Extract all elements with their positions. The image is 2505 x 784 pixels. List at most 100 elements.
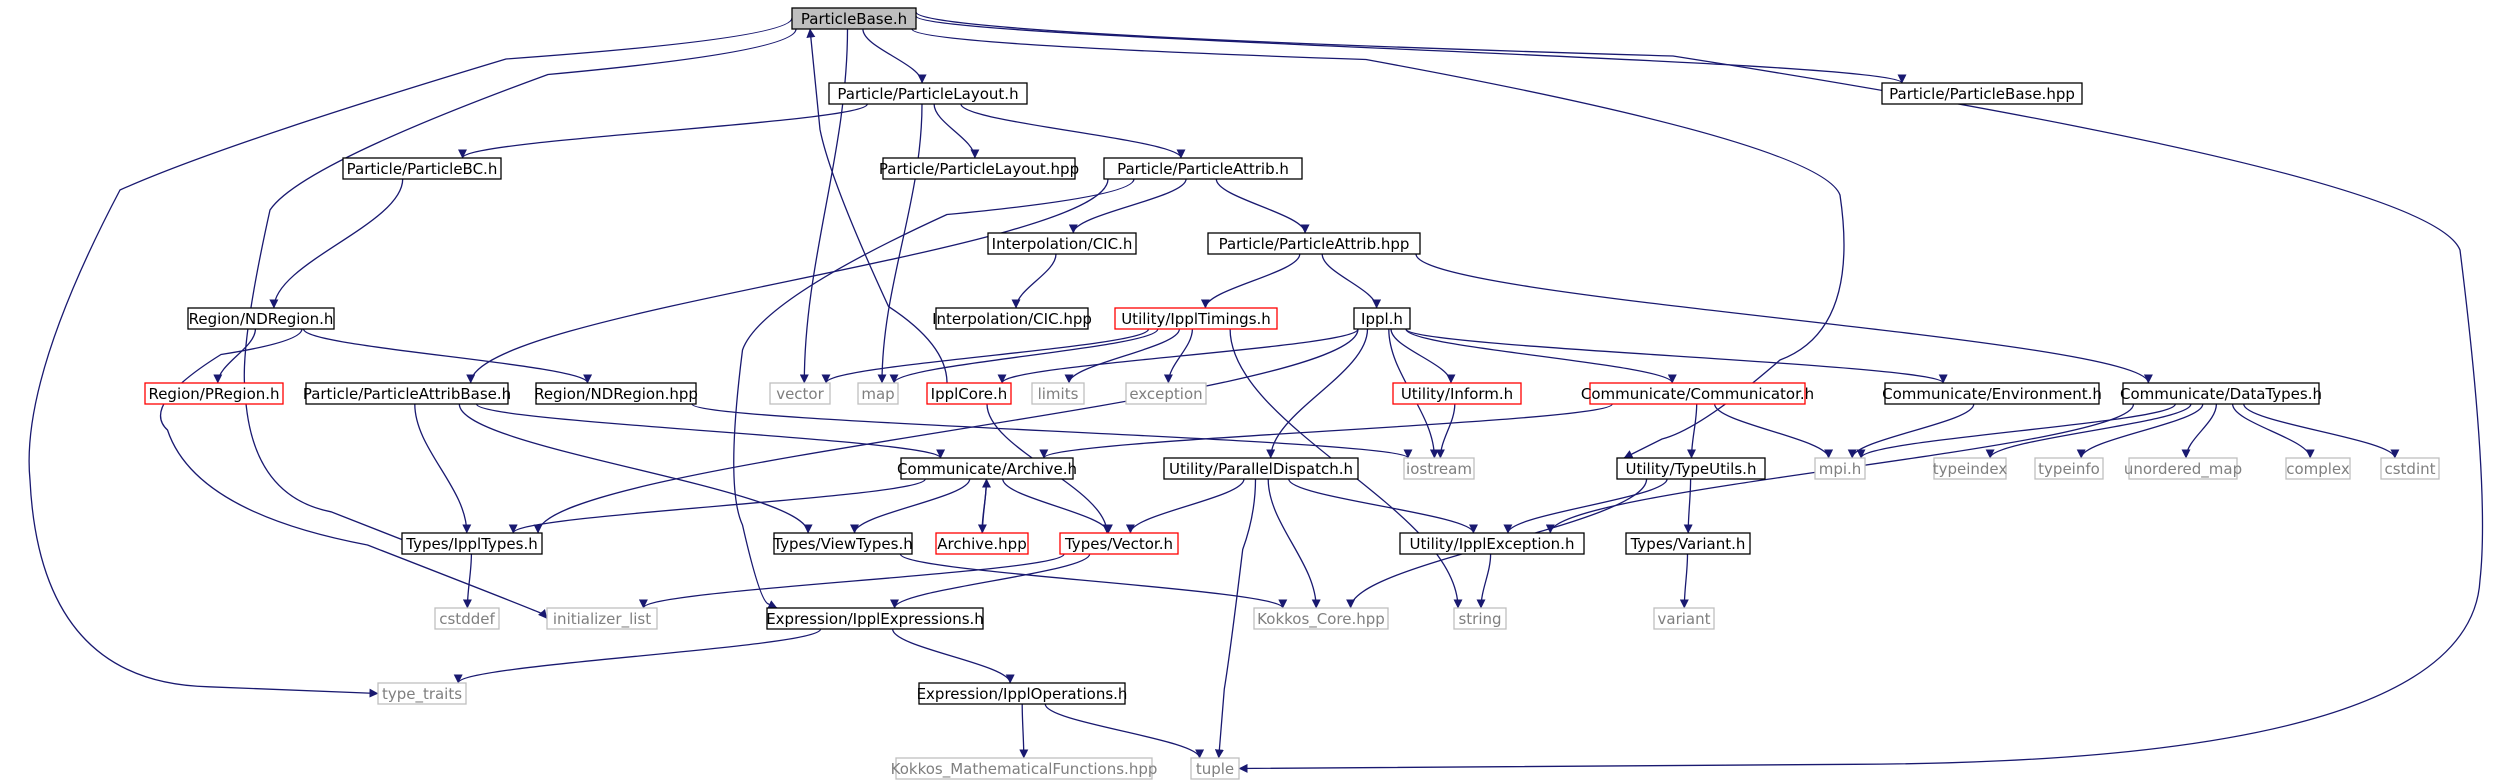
edge-particlebase-h-to-typeutils-h: [911, 28, 1845, 459]
node-particleattrib-hpp[interactable]: Particle/ParticleAttrib.hpp: [1207, 232, 1421, 255]
node-label: Expression/IpplOperations.h: [917, 685, 1128, 703]
node-ipplcore-h[interactable]: IpplCore.h: [926, 382, 1012, 405]
node-label: Ippl.h: [1361, 310, 1403, 328]
edge-particleattrib-h-to-interp-cic-h: [1068, 178, 1187, 234]
node-label: Communicate/Environment.h: [1882, 385, 2102, 403]
node-ippltimings-h[interactable]: Utility/IpplTimings.h: [1114, 307, 1278, 330]
node-cstdint: cstdint: [2380, 457, 2440, 480]
node-box: [1884, 382, 2100, 405]
node-box: [769, 382, 831, 405]
edge-particleattribbase-h-to-ippltypes-h: [414, 403, 472, 534]
node-label: Interpolation/CIC.h: [992, 235, 1133, 253]
node-interp-cic-h[interactable]: Interpolation/CIC.h: [987, 232, 1137, 255]
node-label: Archive.hpp: [937, 535, 1026, 553]
node-pregion-h[interactable]: Region/PRegion.h: [144, 382, 284, 405]
node-box: [434, 607, 500, 630]
node-ndregion-h[interactable]: Region/NDRegion.h: [187, 307, 335, 330]
node-box: [773, 532, 913, 555]
node-typeindex: typeindex: [1933, 457, 2008, 480]
node-archive-h[interactable]: Communicate/Archive.h: [897, 457, 1077, 480]
node-viewtypes-h[interactable]: Types/ViewTypes.h: [772, 532, 913, 555]
edge-ippl-h-to-environment-h: [1405, 328, 1948, 384]
node-box: [1190, 757, 1240, 780]
node-particleattribbase-h[interactable]: Particle/ParticleAttribBase.h: [303, 382, 511, 405]
edge-ippl-h-to-ipplcore-h: [997, 328, 1359, 384]
node-particlelayout-hpp[interactable]: Particle/ParticleLayout.hpp: [879, 157, 1079, 180]
node-datatypes-h[interactable]: Communicate/DataTypes.h: [2120, 382, 2322, 405]
node-box: [1114, 307, 1278, 330]
node-label: Communicate/Archive.h: [897, 460, 1077, 478]
node-label: Particle/ParticleAttrib.hpp: [1219, 235, 1410, 253]
node-box: [546, 607, 658, 630]
edge-particlelayout-h-to-map: [877, 103, 923, 384]
edge-particlebase-h-to-particlelayout-h: [862, 28, 927, 84]
edge-particlebc-h-to-ndregion-h: [269, 178, 404, 309]
edge-ippltimings-h-to-limits: [1064, 328, 1181, 384]
edge-paralleldispatch-h-to-types-vector-h: [1125, 478, 1245, 534]
node-particlelayout-h[interactable]: Particle/ParticleLayout.h: [828, 82, 1028, 105]
edge-ippl-h-to-ippltypes-h: [533, 328, 1359, 534]
edge-typeutils-h-to-ipplexception-h: [1503, 478, 1668, 534]
node-complex: complex: [2285, 457, 2351, 480]
node-ippltypes-h[interactable]: Types/IpplTypes.h: [401, 532, 543, 555]
edge-paralleldispatch-h-to-tuple: [1214, 478, 1257, 759]
node-label: Region/NDRegion.hpp: [534, 385, 698, 403]
node-inform-h[interactable]: Utility/Inform.h: [1392, 382, 1522, 405]
edge-ippl-h-to-communicator-h: [1405, 328, 1677, 384]
node-box: [766, 607, 984, 630]
edge-ipplexpressions-h-to-type-traits: [453, 628, 822, 684]
edge-particleattrib-h-to-particleattrib-hpp: [1215, 178, 1310, 234]
node-paralleldispatch-h[interactable]: Utility/ParallelDispatch.h: [1163, 457, 1359, 480]
edge-ipplcore-h-to-particlebase-h: [806, 28, 948, 384]
node-variant-h[interactable]: Types/Variant.h: [1625, 532, 1751, 555]
edge-particleattribbase-h-to-viewtypes-h: [458, 403, 813, 534]
edge-particlebase-h-to-type-traits: [28, 17, 793, 698]
edge-particlebase-h-to-vector-std: [799, 28, 849, 384]
edge-ipplexpressions-h-to-ipploperations-h: [891, 628, 1015, 684]
node-label: typeindex: [1933, 460, 2008, 478]
node-box: [1616, 457, 1766, 480]
node-box: [935, 307, 1089, 330]
node-box: [1625, 532, 1751, 555]
node-label: Particle/ParticleLayout.hpp: [879, 160, 1079, 178]
node-particlebase-h[interactable]: ParticleBase.h: [791, 7, 917, 30]
node-box: [1059, 532, 1179, 555]
node-label: Kokkos_MathematicalFunctions.hpp: [891, 760, 1158, 779]
node-ipplexpressions-h[interactable]: Expression/IpplExpressions.h: [766, 607, 984, 630]
node-typeutils-h[interactable]: Utility/TypeUtils.h: [1616, 457, 1766, 480]
node-label: complex: [2286, 460, 2350, 478]
node-cstddef: cstddef: [434, 607, 500, 630]
node-box: [791, 7, 917, 30]
node-ipploperations-h[interactable]: Expression/IpplOperations.h: [917, 682, 1128, 705]
node-ippl-h[interactable]: Ippl.h: [1353, 307, 1411, 330]
node-initializer-list: initializer_list: [546, 607, 658, 630]
node-ipplexception-h[interactable]: Utility/IpplException.h: [1399, 532, 1585, 555]
node-particlebc-h[interactable]: Particle/ParticleBC.h: [342, 157, 502, 180]
node-particlebase-hpp[interactable]: Particle/ParticleBase.hpp: [1881, 82, 2083, 105]
node-archive-hpp[interactable]: Archive.hpp: [935, 532, 1029, 555]
node-tuple: tuple: [1190, 757, 1240, 780]
node-types-vector-h[interactable]: Types/Vector.h: [1059, 532, 1179, 555]
edge-paralleldispatch-h-to-kokkos-core: [1267, 478, 1321, 609]
edge-types-vector-h-to-ipplexpressions-h: [890, 553, 1091, 609]
edge-ndregion-h-to-initializer-list: [159, 328, 548, 619]
node-ndregion-hpp[interactable]: Region/NDRegion.hpp: [534, 382, 698, 405]
node-box: [1353, 307, 1411, 330]
node-environment-h[interactable]: Communicate/Environment.h: [1882, 382, 2102, 405]
node-particleattrib-h[interactable]: Particle/ParticleAttrib.h: [1103, 157, 1303, 180]
node-communicator-h[interactable]: Communicate/Communicator.h: [1581, 382, 1814, 405]
node-label: vector: [776, 385, 824, 403]
edge-interp-cic-h-to-interp-cic-hpp: [1011, 253, 1057, 309]
edge-variant-h-to-variant: [1679, 553, 1689, 609]
edge-datatypes-h-to-unordered-map: [2181, 403, 2218, 459]
node-box: [1453, 607, 1507, 630]
edge-datatypes-h-to-typeinfo: [2076, 403, 2204, 459]
node-label: Particle/ParticleAttrib.h: [1117, 160, 1289, 178]
edge-ipploperations-h-to-tuple: [1044, 703, 1205, 759]
edge-particleattrib-hpp-to-ippl-h: [1321, 253, 1382, 309]
node-box: [1589, 382, 1806, 405]
node-interp-cic-hpp[interactable]: Interpolation/CIC.hpp: [932, 307, 1092, 330]
edge-types-vector-h-to-initializer-list: [639, 553, 1065, 609]
